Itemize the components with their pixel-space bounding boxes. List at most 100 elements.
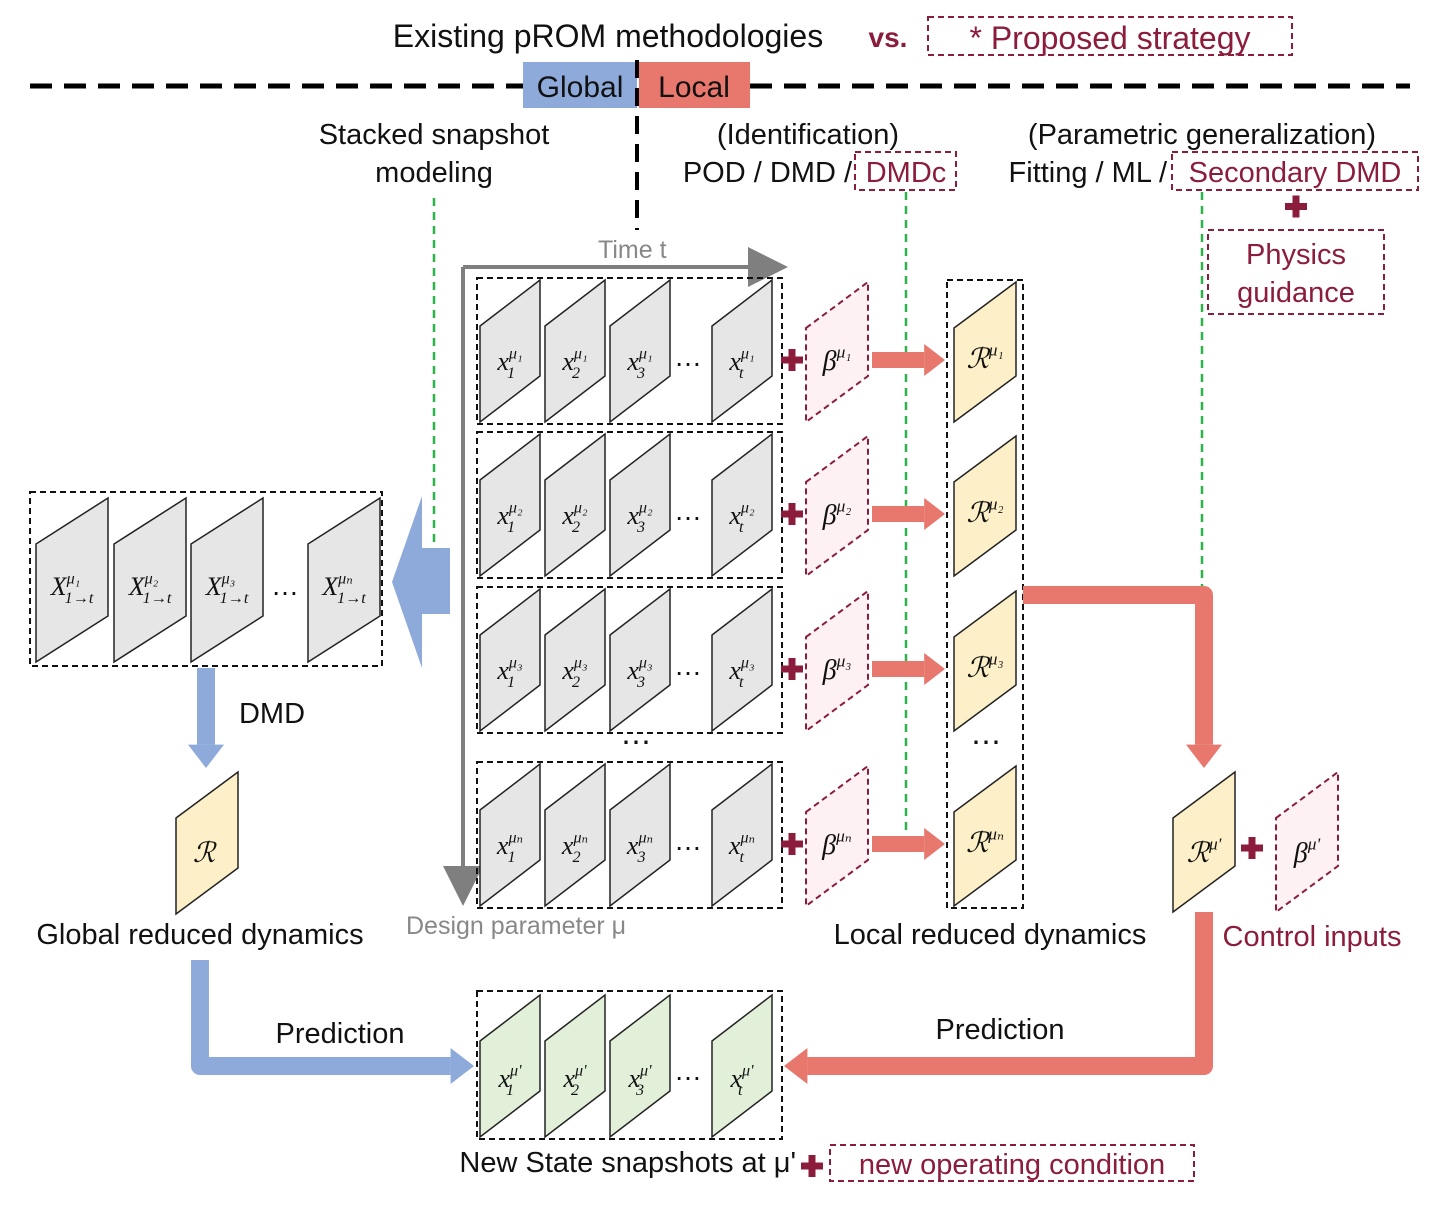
control-inputs-label: Control inputs [1223,921,1402,953]
dmdc-label: DMDc [866,157,947,189]
snapshot-panel [711,278,773,424]
local-arrow-head [924,498,945,530]
snapshot-panel [609,762,671,908]
new-state-snap-label: xμ'1 [497,1062,522,1099]
global-tab [523,62,637,108]
local-ellipsis: ⋯ [971,726,1001,759]
new-state-snap-label: xμ'3 [627,1062,652,1099]
stack-arrow [392,496,450,668]
local-R-label: ℛμ₁ [966,340,1003,375]
proposed-legend-text: * Proposed strategy [969,20,1250,56]
new-R-label: ℛμ' [1187,834,1222,869]
new-state-snap-label: xμ'2 [562,1062,587,1099]
plus-icon [1292,195,1300,218]
local-to-new-arrow [1023,586,1213,745]
secondary-dmd-box [1171,151,1419,191]
snapshot-panel [711,762,773,908]
local-arrow-head [924,828,945,860]
local-tab [639,62,750,108]
plus-icon [1285,195,1307,218]
stacked-panel [190,496,264,664]
plus-icon [808,1155,816,1177]
snapshot-panel [544,432,606,578]
column-ellipsis: … [674,825,702,856]
snapshot-panel [479,278,541,424]
dmd-arrow-head [188,744,224,768]
new-R-panel [1172,770,1236,914]
global-reduced-label: Global reduced dynamics [36,919,363,951]
new-state-panel [711,993,773,1139]
snapshot-panel [544,587,606,733]
snapshot-panel [609,587,671,733]
plus-icon [788,833,796,855]
design-axis-label: Design parameter μ [406,912,626,940]
parametric-label: (Parametric generalization) [1028,119,1376,151]
beta-panel [805,434,869,578]
snapshot-panel [479,432,541,578]
time-axis-label: Time t [598,236,667,264]
local-to-new-arrow-head [1186,744,1222,768]
global-tab-label: Global [537,71,624,104]
snapshot-panel [544,278,606,424]
plus-icon [788,503,796,525]
identification-label: (Identification) [717,119,899,151]
column-ellipsis: … [674,341,702,372]
beta-label: βμ₂ [822,496,852,531]
plus-icon [1248,837,1256,859]
stacked-ellipsis: … [271,570,299,601]
prediction-left-arrow [191,960,451,1075]
dmdc-box [854,151,957,191]
new-beta-panel [1275,770,1339,914]
beta-panel [805,589,869,733]
local-R-label: ℛμ₃ [966,649,1003,684]
beta-label: βμ₁ [822,342,852,377]
new-condition-box [829,1144,1195,1182]
beta-label: βμₙ [821,826,852,861]
local-R-panel [953,434,1017,578]
rows-ellipsis: ⋯ [621,726,651,759]
beta-label: βμ₃ [822,651,852,686]
global-R-label: ℛ [193,838,217,869]
parametric-methods: Fitting / ML / [1009,157,1168,189]
snapshot-panel [544,762,606,908]
snapshot-panel [479,762,541,908]
new-beta-label: βμ' [1293,834,1321,869]
secondary-dmd-label: Secondary DMD [1189,157,1402,189]
snapshot-row-box [476,277,783,425]
plus-icon [788,658,796,680]
snapshot-row-box [476,761,783,909]
local-tab-label: Local [658,71,730,104]
header-vs: vs. [869,22,908,53]
local-R-panel [953,280,1017,424]
snapshot-row-box [476,431,783,579]
local-reduced-label: Local reduced dynamics [834,919,1147,951]
stacked-panel [307,496,381,664]
new-state-box [476,990,783,1140]
stacked-panel [113,496,187,664]
physics-label-2: guidance [1237,277,1355,309]
new-state-panel [479,993,541,1139]
header-title: Existing pROM methodologies [393,18,823,54]
prediction-left-arrow-head [450,1048,474,1084]
proposed-legend-box [927,16,1293,56]
snapshot-panel [609,432,671,578]
snapshot-row-box [476,586,783,734]
local-R-panel [953,589,1017,733]
new-state-panel [609,993,671,1139]
